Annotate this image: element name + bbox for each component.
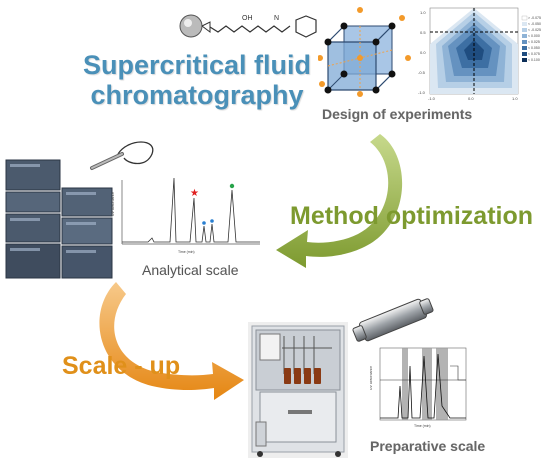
scaleup-label: Scale - up: [62, 352, 181, 380]
legend-item-0: > -0.075: [528, 16, 541, 20]
legend-item-7: < 0.100: [528, 58, 540, 62]
svg-text:-1.0: -1.0: [418, 90, 426, 95]
doe-cube: [318, 7, 411, 97]
analytical-chromatogram: ★ UV absorbance Time (min): [111, 177, 260, 254]
legend-item-4: < 0.025: [528, 40, 540, 44]
analytical-instrument: [5, 159, 113, 279]
svg-text:-0.5: -0.5: [418, 70, 426, 75]
legend-item-6: < 0.075: [528, 52, 540, 56]
svg-text:0.0: 0.0: [468, 96, 474, 101]
legend-item-2: < -0.025: [528, 28, 541, 32]
title-line-1: Supercritical fluid: [82, 50, 312, 80]
svg-text:OH: OH: [242, 15, 253, 22]
svg-text:1.0: 1.0: [420, 10, 426, 15]
svg-text:1.0: 1.0: [512, 96, 518, 101]
molecule-structure: OH N: [179, 14, 317, 38]
analytical-column: [90, 141, 154, 170]
analytical-caption: Analytical scale: [142, 262, 239, 278]
svg-text:0.0: 0.0: [420, 50, 426, 55]
svg-text:Time (min): Time (min): [178, 250, 195, 254]
svg-text:★: ★: [190, 188, 199, 199]
svg-text:-1.0: -1.0: [428, 96, 436, 101]
legend-item-5: < 0.050: [528, 46, 540, 50]
contour-plot: 1.0 0.5 0.0 -0.5 -1.0 -1.0 0.0 1.0 > -0.075 < …: [418, 7, 541, 101]
method-label: Method optimization: [290, 202, 534, 230]
svg-text:UV absorbance: UV absorbance: [111, 192, 115, 216]
preparative-chromatogram: UV absorbance Time (min): [370, 347, 467, 428]
preparative-column: [352, 298, 434, 342]
scaleup-arrow: [99, 282, 244, 400]
method-arrow: [276, 134, 403, 268]
preparative-instrument: [248, 322, 348, 458]
legend-item-3: < 0.000: [528, 34, 540, 38]
svg-text:Time (min): Time (min): [414, 424, 431, 428]
svg-text:N: N: [274, 15, 279, 22]
legend-item-1: < -0.050: [528, 22, 541, 26]
svg-text:0.5: 0.5: [420, 30, 426, 35]
title-line-2: chromatography: [90, 80, 304, 110]
svg-text:UV absorbance: UV absorbance: [370, 366, 373, 390]
contour-legend: > -0.075 < -0.050 < -0.025 < 0.000 < 0.0…: [521, 15, 541, 62]
design-caption: Design of experiments: [322, 106, 473, 122]
preparative-caption: Preparative scale: [370, 438, 486, 454]
